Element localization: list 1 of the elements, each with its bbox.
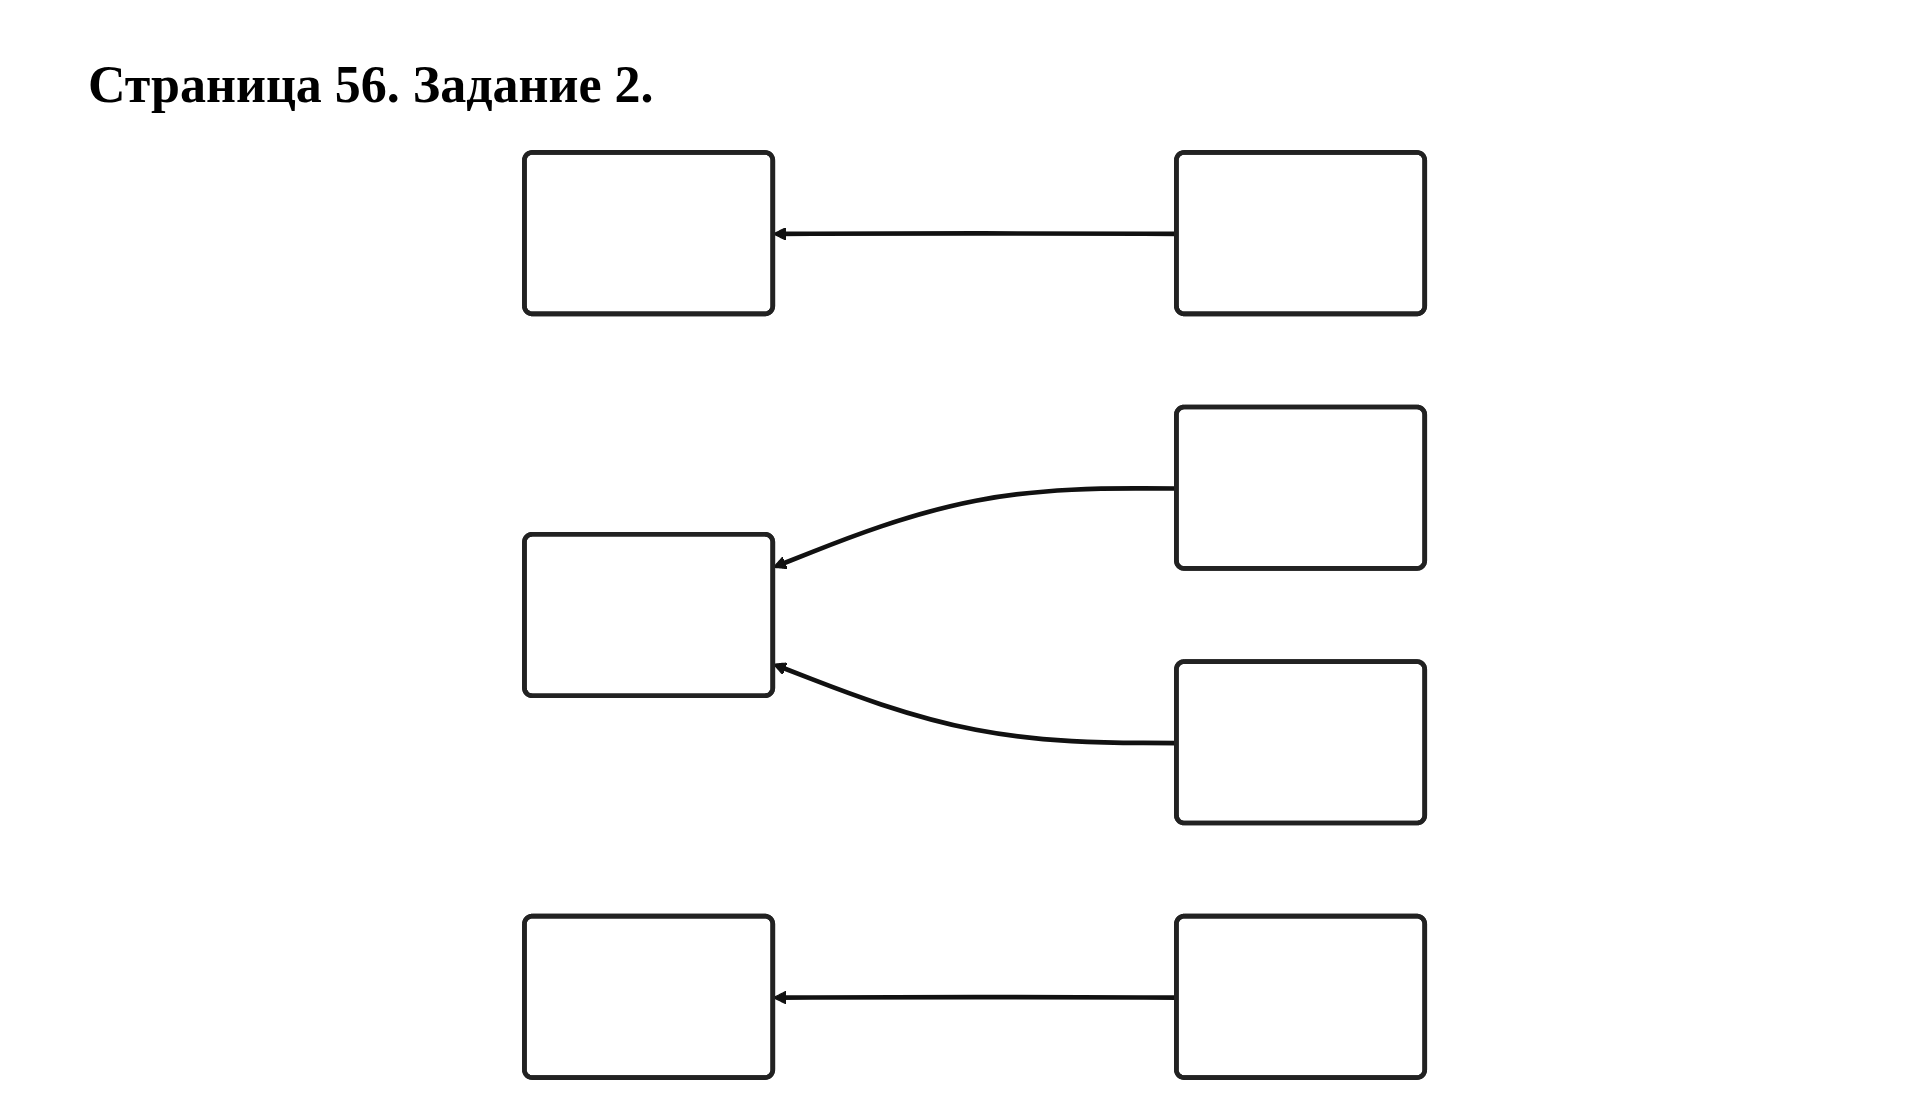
title: Страница 56. Задание 2. [88,55,654,114]
